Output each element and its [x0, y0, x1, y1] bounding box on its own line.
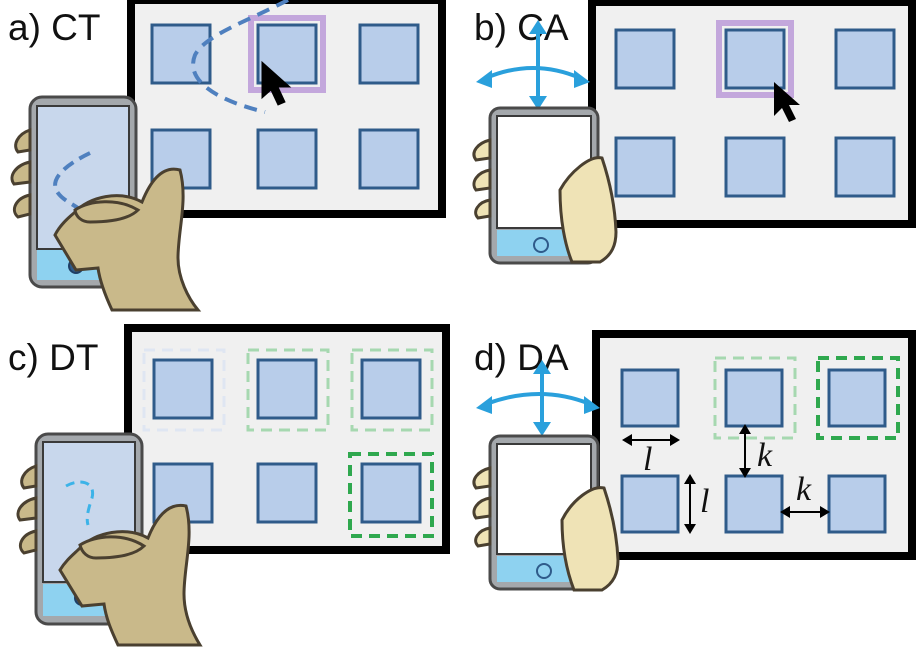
hand	[560, 486, 620, 592]
tilt-arrows	[485, 30, 581, 100]
label-k: k	[757, 437, 773, 474]
arrow-heads	[476, 20, 590, 110]
panel-d: d) DA	[472, 330, 916, 592]
target-zone-faint	[350, 348, 434, 432]
tile	[256, 358, 318, 420]
label-l: l	[643, 441, 652, 478]
fingers	[16, 463, 38, 555]
tilt-arrows	[485, 370, 591, 426]
fingers	[472, 466, 492, 548]
dimension-arrowheads	[622, 424, 830, 534]
tile	[620, 474, 680, 534]
arrow-heads	[476, 360, 600, 436]
tile	[614, 28, 676, 90]
home-button	[536, 563, 552, 579]
tile-grid	[620, 368, 887, 534]
tile	[360, 462, 422, 524]
tile	[620, 368, 680, 428]
panel-c: c) DT	[8, 324, 450, 647]
cursor-icon	[774, 82, 800, 122]
target-zone-faint	[246, 348, 330, 432]
tile	[358, 128, 420, 190]
fingers	[472, 138, 492, 220]
tile-grid	[152, 358, 422, 524]
touch-trace	[65, 480, 95, 526]
thumb	[73, 200, 141, 224]
panel-d-label: d) DA	[474, 337, 569, 378]
home-button	[533, 237, 549, 253]
thumb	[78, 535, 147, 560]
tile	[827, 474, 887, 534]
tile	[256, 128, 318, 190]
tile	[152, 358, 214, 420]
hand	[558, 156, 618, 264]
highlight-glow	[716, 20, 794, 98]
cursor-trace	[191, 0, 289, 114]
tile-grid	[150, 23, 420, 190]
target-zone-active	[816, 356, 900, 440]
label-k: k	[796, 471, 812, 508]
panel-c-label: c) DT	[8, 337, 98, 378]
tile	[834, 136, 896, 198]
tile	[834, 28, 896, 90]
panel-b-label: b) CA	[474, 7, 569, 48]
tile	[724, 474, 784, 534]
tile	[724, 136, 786, 198]
target-zone-faint	[142, 348, 226, 432]
target-zone-active	[348, 452, 434, 538]
tile	[358, 23, 420, 85]
dimension-arrows	[626, 428, 826, 530]
fingers	[10, 127, 32, 219]
panel-a-label: a) CT	[8, 7, 101, 48]
target-zones	[713, 356, 900, 440]
tile-grid	[614, 28, 896, 198]
tile	[724, 28, 786, 90]
target-zone-faint	[713, 356, 797, 440]
cursor-icon	[261, 60, 292, 106]
panel-b: b) CA	[472, 0, 916, 265]
target-zones	[142, 348, 434, 538]
tile	[360, 358, 422, 420]
highlight-glow	[248, 15, 326, 93]
tile	[256, 462, 318, 524]
label-l: l	[700, 483, 709, 520]
tile	[150, 23, 212, 85]
tile	[724, 368, 784, 428]
tile	[827, 368, 887, 428]
panel-a: a) CT	[8, 0, 446, 312]
tile	[614, 136, 676, 198]
